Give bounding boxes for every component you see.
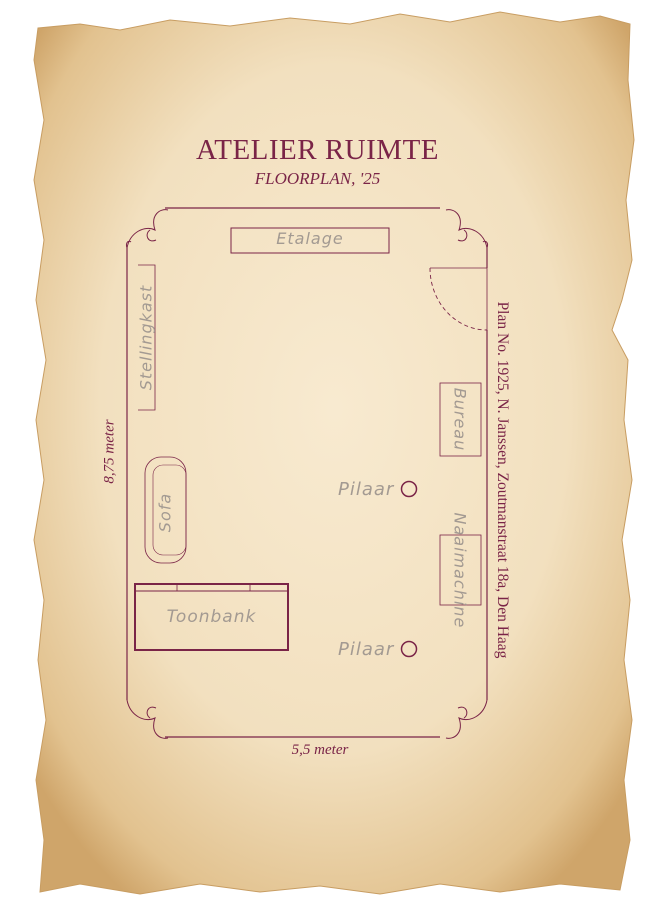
pilaar-1-shape	[400, 480, 418, 498]
plan-note: Plan No. 1925, N. Janssen, Zoutmanstraat…	[494, 301, 511, 659]
width-dimension: 5,5 meter	[291, 742, 349, 758]
etalage-label: Etalage	[276, 229, 344, 248]
sofa-seat	[152, 464, 187, 556]
room-outline	[126, 207, 488, 738]
stellingkast-label: Stellingkast	[136, 284, 156, 391]
naaimachine-label: Naaimachine	[450, 512, 470, 629]
pilaar-2-label: Pilaar	[338, 639, 395, 660]
page-title: ATELIER RUIMTE	[196, 134, 439, 166]
height-dimension: 8,75 meter	[101, 419, 118, 484]
pilaar-1-label: Pilaar	[338, 479, 395, 500]
bureau-label: Bureau	[450, 387, 470, 452]
pilaar-2-shape	[400, 640, 418, 658]
stellingkast-shape	[138, 264, 156, 411]
page-subtitle: FLOORPLAN, '25	[254, 169, 381, 188]
sofa-label: Sofa	[155, 492, 175, 533]
furniture-outlines	[134, 227, 482, 658]
etalage-shape	[230, 227, 390, 254]
bureau-shape	[439, 382, 482, 457]
corner-ornaments	[126, 209, 488, 739]
toonbank-label: Toonbank	[166, 607, 257, 627]
torn-paper	[33, 11, 635, 895]
naaimachine-shape	[439, 534, 482, 606]
